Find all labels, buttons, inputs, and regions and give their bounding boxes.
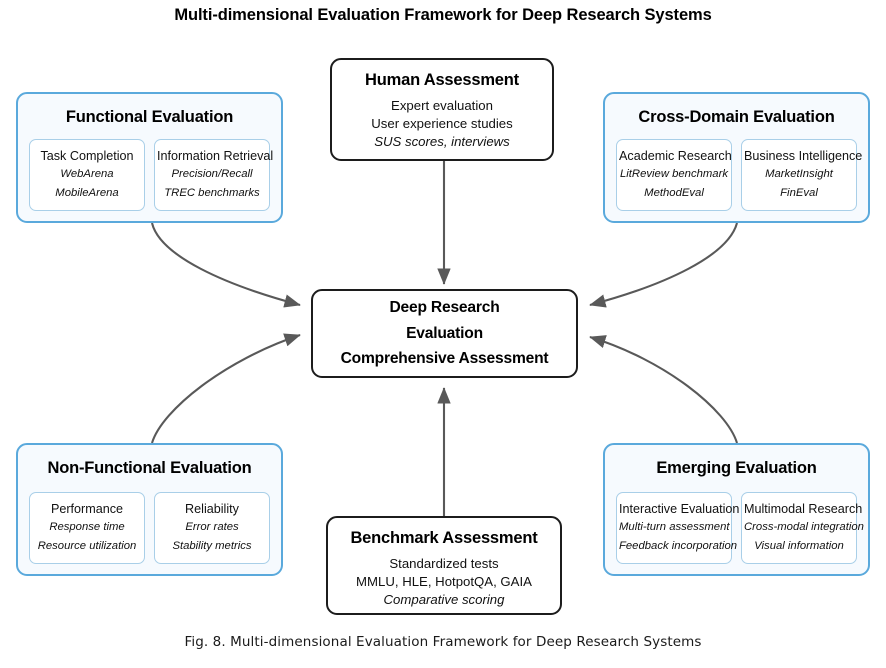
subcard-title: Academic Research xyxy=(619,148,732,163)
subcard-task-completion[interactable]: Task Completion WebArena MobileArena xyxy=(29,138,145,211)
subcard-title: Interactive Evaluation xyxy=(619,501,740,516)
subcard-business-intelligence[interactable]: Business Intelligence MarketInsight FinE… xyxy=(741,138,863,211)
node-benchmark-assessment-title: Benchmark Assessment xyxy=(350,529,538,547)
subcard-title: Information Retrieval xyxy=(157,148,274,163)
subcard-item: Visual information xyxy=(754,539,844,552)
node-emerging-evaluation-title: Emerging Evaluation xyxy=(656,459,817,477)
node-line: Comparative scoring xyxy=(383,592,505,608)
node-line: User experience studies xyxy=(371,116,513,132)
arrow-functional-to-center xyxy=(150,222,301,308)
subcard-item: TREC benchmarks xyxy=(164,186,260,199)
node-line: Expert evaluation xyxy=(391,98,493,113)
subcard-group: Academic Research LitReview benchmark Me… xyxy=(616,138,863,211)
node-center-deep-research-evaluation[interactable]: Deep Research Evaluation Comprehensive A… xyxy=(311,289,578,378)
node-non-functional-evaluation-title: Non-Functional Evaluation xyxy=(47,459,252,477)
arrow-emerging-to-center xyxy=(589,335,739,444)
subcard-reliability[interactable]: Reliability Error rates Stability metric… xyxy=(154,491,270,564)
subcard-item: Multi-turn assessment xyxy=(619,521,730,534)
arrow-nonfunctional-to-center xyxy=(150,333,301,444)
subcard-item: WebArena xyxy=(60,168,114,181)
node-human-assessment-lines: Expert evaluation User experience studie… xyxy=(332,97,552,152)
center-line: Evaluation xyxy=(406,324,483,342)
subcard-title: Multimodal Research xyxy=(744,501,863,516)
node-human-assessment[interactable]: Human Assessment Expert evaluation User … xyxy=(330,58,554,161)
center-line: Comprehensive Assessment xyxy=(340,350,549,368)
subcard-item: Error rates xyxy=(185,521,239,534)
subcard-item: Feedback incorporation xyxy=(619,539,738,552)
subcard-interactive-evaluation[interactable]: Interactive Evaluation Multi-turn assess… xyxy=(616,491,740,564)
subcard-item: Cross-modal integration xyxy=(744,521,864,534)
subcard-title: Performance xyxy=(50,501,124,516)
subcard-title: Task Completion xyxy=(40,148,134,163)
subcard-item: Response time xyxy=(49,521,125,534)
node-emerging-evaluation[interactable]: Emerging Evaluation Interactive Evaluati… xyxy=(603,443,870,576)
subcard-group: Task Completion WebArena MobileArena Inf… xyxy=(29,138,274,211)
arrow-crossdomain-to-center xyxy=(589,222,739,308)
subcard-item: FinEval xyxy=(780,186,818,199)
center-line: Deep Research xyxy=(389,299,500,317)
node-functional-evaluation-title: Functional Evaluation xyxy=(65,108,234,126)
node-functional-evaluation[interactable]: Functional Evaluation Task Completion We… xyxy=(16,92,283,223)
node-benchmark-assessment[interactable]: Benchmark Assessment Standardized tests … xyxy=(326,516,562,615)
subcard-item: MethodEval xyxy=(644,186,704,199)
subcard-group: Performance Response time Resource utili… xyxy=(29,491,270,564)
subcard-item: MarketInsight xyxy=(765,168,833,181)
node-non-functional-evaluation[interactable]: Non-Functional Evaluation Performance Re… xyxy=(16,443,283,576)
subcard-item: MobileArena xyxy=(55,186,119,199)
subcard-information-retrieval[interactable]: Information Retrieval Precision/Recall T… xyxy=(154,138,274,211)
subcard-title: Business Intelligence xyxy=(744,148,863,163)
node-cross-domain-evaluation-title: Cross-Domain Evaluation xyxy=(638,108,835,126)
node-line: SUS scores, interviews xyxy=(374,134,510,150)
figure-title: Multi-dimensional Evaluation Framework f… xyxy=(174,6,712,24)
subcard-group: Interactive Evaluation Multi-turn assess… xyxy=(616,491,864,564)
subcard-performance[interactable]: Performance Response time Resource utili… xyxy=(29,491,145,564)
subcard-multimodal-research[interactable]: Multimodal Research Cross-modal integrat… xyxy=(741,491,864,564)
subcard-title: Reliability xyxy=(185,501,239,516)
subcard-item: Stability metrics xyxy=(172,539,252,552)
node-human-assessment-title: Human Assessment xyxy=(365,71,519,89)
subcard-item: LitReview benchmark xyxy=(620,168,728,181)
subcard-item: Precision/Recall xyxy=(171,168,253,181)
subcard-academic-research[interactable]: Academic Research LitReview benchmark Me… xyxy=(616,138,732,211)
node-benchmark-assessment-lines: Standardized tests MMLU, HLE, HotpotQA, … xyxy=(328,555,560,610)
figure-caption: Fig. 8. Multi-dimensional Evaluation Fra… xyxy=(184,634,702,650)
node-cross-domain-evaluation[interactable]: Cross-Domain Evaluation Academic Researc… xyxy=(603,92,870,223)
node-line: MMLU, HLE, HotpotQA, GAIA xyxy=(356,574,532,590)
subcard-item: Resource utilization xyxy=(37,539,137,552)
node-line: Standardized tests xyxy=(389,556,499,571)
